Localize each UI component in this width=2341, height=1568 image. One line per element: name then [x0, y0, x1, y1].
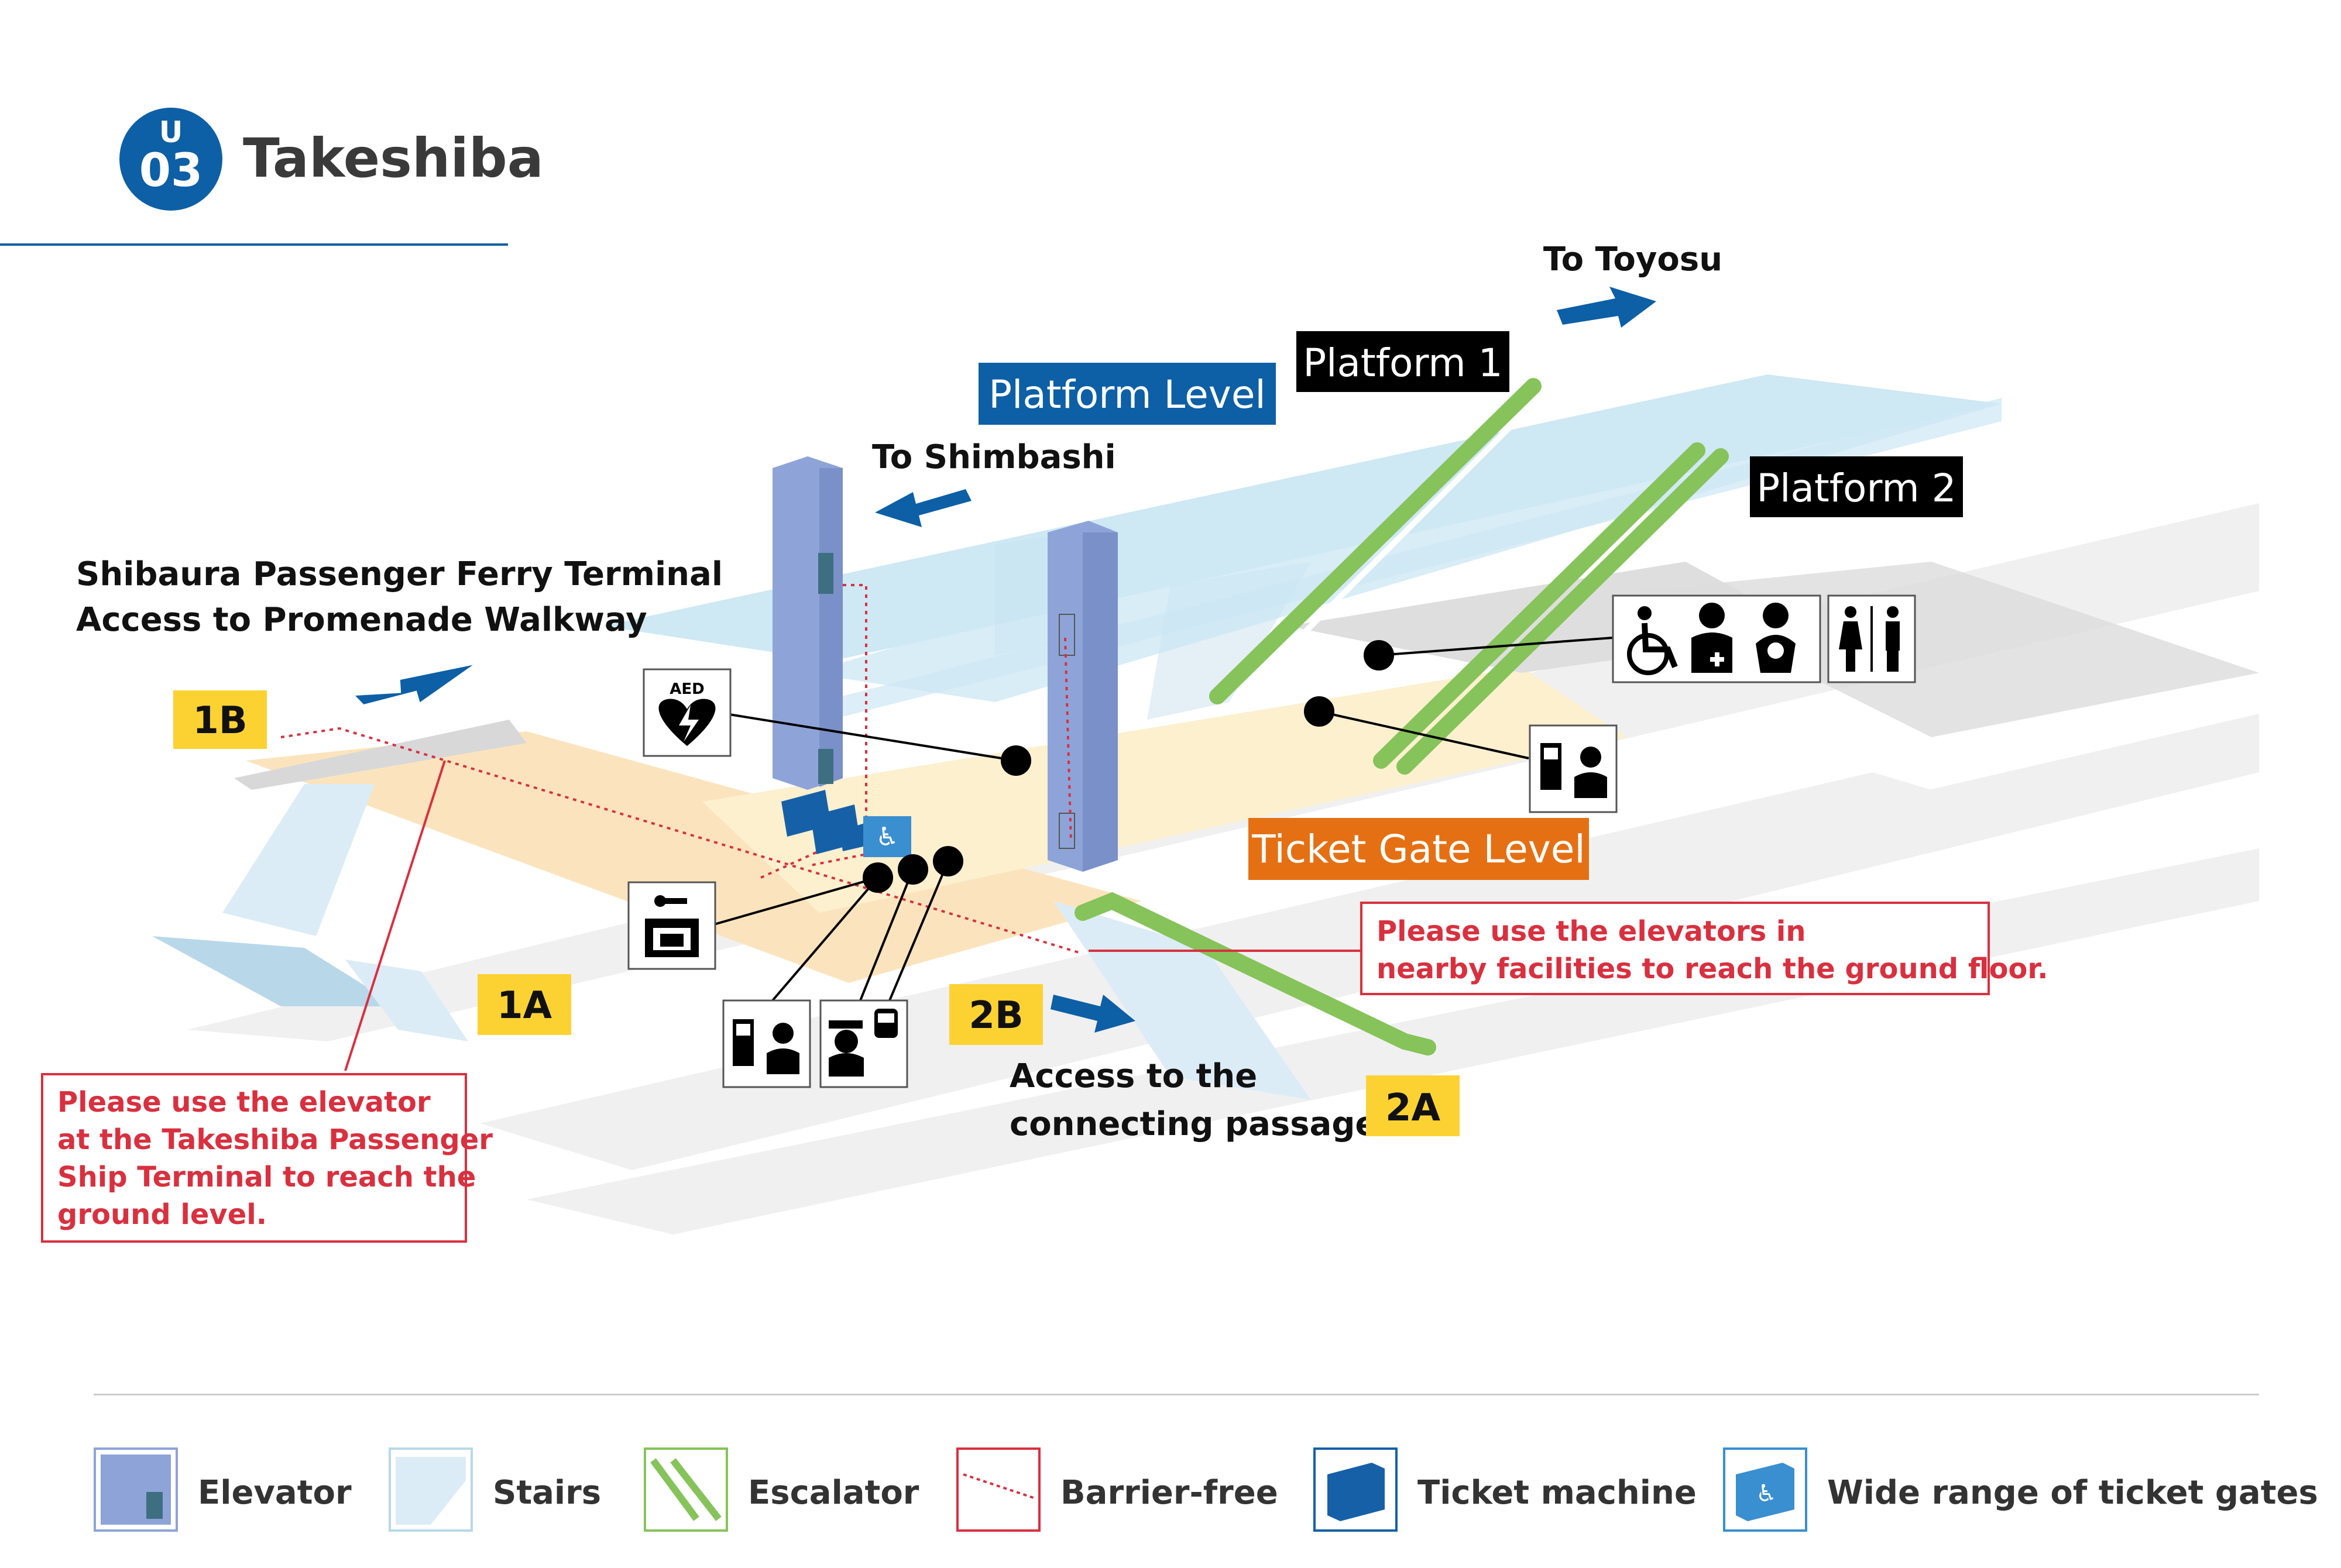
elevator-layer	[773, 456, 1118, 872]
aed-label: AED	[670, 680, 704, 698]
stairs-icon	[396, 1457, 466, 1525]
escalator-layer	[1075, 378, 1729, 1055]
header-rule	[0, 243, 508, 246]
barrier-free-icon	[963, 1473, 1034, 1499]
left-note-line2: at the Takeshiba Passenger	[57, 1123, 493, 1156]
exit-badges: 1B 1A 2B 2A	[173, 690, 1460, 1136]
legend-item-elevator: Elevator	[94, 1447, 352, 1532]
left-note-line4: ground level.	[57, 1198, 267, 1231]
station-number: 03	[139, 145, 203, 197]
station-name: Takeshiba	[243, 127, 544, 190]
left-note-line1: Please use the elevator	[57, 1086, 431, 1119]
fare-adjustment-box	[722, 999, 811, 1088]
legend-item-wide-gate: ♿ Wide range of ticket gates	[1723, 1447, 2318, 1532]
legend-label: Stairs	[493, 1474, 601, 1512]
legend-label: Elevator	[198, 1474, 352, 1512]
legend-label: Barrier-free	[1060, 1474, 1278, 1512]
ticket-gate-level-label: Ticket Gate Level	[1251, 827, 1585, 872]
line-badge	[119, 108, 222, 211]
platform-1-label: Platform 1	[1303, 341, 1502, 386]
legend-item-barrier-free: Barrier-free	[956, 1447, 1278, 1532]
legend: Elevator Stairs Escalator Barrier-free T…	[94, 1394, 2318, 1532]
right-note-line1: Please use the elevators in	[1377, 915, 1806, 948]
facility-callouts	[713, 637, 1614, 1002]
first-aid-icon	[1691, 603, 1732, 673]
baby-care-icon	[1756, 603, 1796, 673]
escalator-icon	[650, 1458, 722, 1521]
restroom-icon	[1839, 606, 1900, 672]
platform-badges: Platform 1 Platform 2	[1296, 331, 1963, 517]
station-header: U 03 Takeshiba	[0, 108, 544, 246]
ferry-terminal-line2: Access to Promenade Walkway	[76, 601, 647, 639]
aed-box: AED	[643, 668, 732, 757]
locker-box	[627, 881, 716, 970]
svg-text:♿: ♿	[876, 822, 898, 852]
platform-2-label: Platform 2	[1756, 466, 1956, 511]
exit-2b: 2B	[969, 994, 1023, 1037]
amenity-box	[1612, 594, 1821, 683]
to-toyosu-label: To Toyosu	[1543, 240, 1722, 278]
legend-item-escalator: Escalator	[644, 1447, 919, 1532]
exit-1b: 1B	[193, 699, 247, 742]
locker-icon	[645, 895, 699, 957]
connecting-passage-line1: Access to the	[1010, 1057, 1257, 1095]
fare-adjustment-icon	[1540, 743, 1607, 798]
station-staff-icon	[829, 1009, 898, 1077]
wide-gate-marker	[863, 816, 911, 857]
ferry-arrow	[355, 665, 473, 704]
legend-label: Escalator	[748, 1474, 919, 1512]
legend-rule	[94, 1394, 2259, 1395]
fare-adjustment-icon	[733, 1019, 799, 1074]
barrier-free-notes: Please use the elevator at the Takeshiba…	[41, 760, 2048, 1243]
svg-text:♿: ♿	[1756, 1480, 1777, 1507]
legend-item-ticket-machine: Ticket machine	[1313, 1447, 1697, 1532]
ticket-machine-group: ♿	[781, 790, 911, 857]
legend-label: Wide range of ticket gates	[1827, 1474, 2318, 1512]
exit-1a: 1A	[497, 984, 552, 1027]
ferry-terminal-line1: Shibaura Passenger Ferry Terminal	[76, 555, 723, 593]
exit-2a: 2A	[1385, 1086, 1441, 1130]
direction-labels: To Toyosu To Shimbashi Shibaura Passenge…	[76, 240, 1722, 1143]
legend-label: Ticket machine	[1417, 1474, 1697, 1512]
connecting-arrow	[1051, 995, 1135, 1033]
connecting-passage-line2: connecting passage	[1010, 1105, 1377, 1143]
legend-item-stairs: Stairs	[389, 1447, 601, 1532]
elevator-icon	[101, 1454, 171, 1525]
restroom-box	[1827, 594, 1916, 683]
to-shimbashi-label: To Shimbashi	[872, 438, 1116, 476]
fare-adjustment-box-2	[1529, 724, 1618, 813]
to-toyosu-arrow	[1557, 287, 1656, 328]
station-staff-box	[819, 999, 908, 1088]
wheelchair-icon	[1627, 606, 1678, 675]
level-labels: Platform Level Ticket Gate Level	[979, 363, 1589, 880]
platform-level-label: Platform Level	[988, 372, 1266, 417]
wide-gate-icon: ♿	[1736, 1463, 1794, 1521]
ticket-machine-icon	[1327, 1463, 1385, 1521]
line-letter: U	[159, 115, 183, 149]
left-note-line3: Ship Terminal to reach the	[57, 1161, 476, 1194]
right-note-line2: nearby facilities to reach the ground fl…	[1377, 953, 2048, 985]
to-shimbashi-arrow	[875, 489, 972, 527]
